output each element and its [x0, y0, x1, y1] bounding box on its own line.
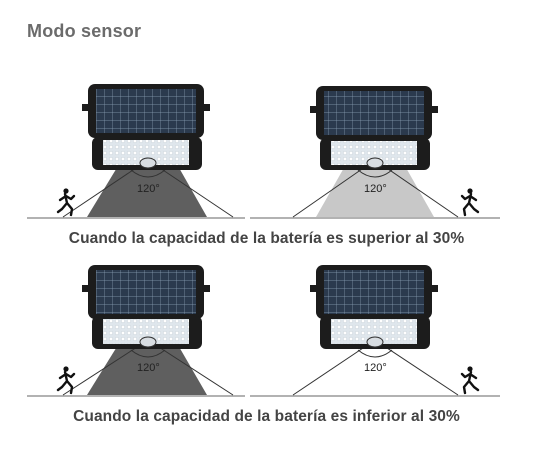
- sensor-angle-arc: [357, 169, 393, 178]
- sensor-angle-arc: [357, 349, 393, 358]
- angle-label: 120°: [364, 183, 387, 195]
- scene-top-left: 120°: [27, 84, 245, 219]
- page-title: Modo sensor: [27, 21, 142, 41]
- angle-label: 120°: [137, 183, 160, 195]
- sensor-angle-lines: [292, 339, 459, 396]
- light-beam-bright: [87, 166, 207, 217]
- caption-below-30: Cuando la capacidad de la batería es inf…: [73, 408, 460, 425]
- scene-bottom-right: 120°: [250, 265, 500, 397]
- scene-bottom-left: 120°: [27, 265, 245, 397]
- sensor-angle-arc: [130, 349, 166, 358]
- solar-light-fixture: [310, 86, 438, 170]
- solar-light-fixture: [310, 265, 438, 349]
- scene-top-right: 120°: [250, 86, 500, 219]
- person-running-icon: [460, 187, 480, 217]
- sensor-angle-arc: [130, 169, 166, 178]
- sensor-angle-lines: [62, 339, 234, 396]
- angle-label: 120°: [364, 362, 387, 374]
- light-beam-dim: [316, 166, 434, 217]
- light-beam-bright: [87, 345, 207, 395]
- person-running-icon: [56, 365, 76, 395]
- solar-light-fixture: [82, 265, 210, 349]
- angle-label: 120°: [137, 362, 160, 374]
- person-running-icon: [460, 365, 480, 395]
- solar-light-fixture: [82, 84, 210, 170]
- caption-above-30: Cuando la capacidad de la batería es sup…: [68, 230, 465, 247]
- person-running-icon: [56, 187, 76, 217]
